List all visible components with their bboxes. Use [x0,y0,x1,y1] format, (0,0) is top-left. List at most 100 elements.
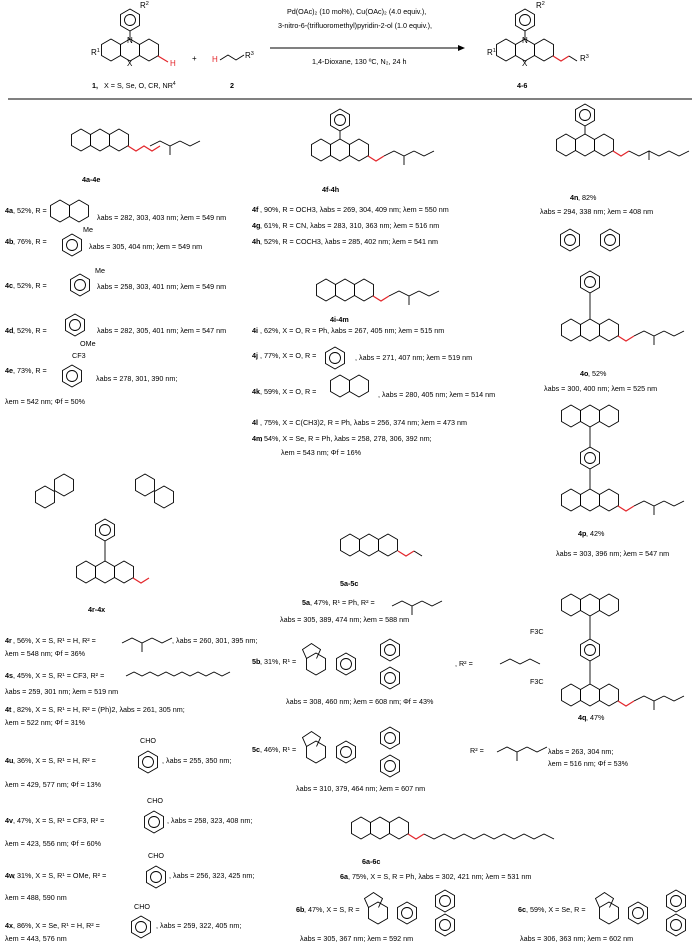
product-label: 4-6 [517,81,527,90]
atom-n-product: N [522,36,528,45]
text-4b: , 76%, R = [13,237,47,246]
data-4s: λabs = 259, 301 nm; λem = 519 nm [5,687,118,696]
data-4n: λabs = 294, 338 nm; λem = 408 nm [540,207,653,216]
r2-label-product: R2 [536,1,545,10]
text-4i: , 62%, X = O, R = Ph, λabs = 267, 405 nm… [260,326,444,335]
data-4o: λabs = 300, 400 nm; λem = 525 nm [544,384,657,393]
text-4g: , 61%, R = CN, λabs = 283, 310, 363 nm; … [260,221,439,230]
f3c-top-4q: F3C [530,627,544,636]
alkene-2 [219,54,245,61]
text-6a: , 75%, X = S, R = Ph, λabs = 302, 421 nm… [348,872,531,881]
text-4r: , 56%, X = S, R¹ = H, R² = [13,636,96,645]
r2-label-1: R2 [140,1,149,10]
atom-h-2: H [212,55,218,64]
text-4o: , 52% [588,369,607,378]
struct-4q [562,594,685,711]
data-6c: λabs = 306, 363 nm; λem = 602 nm [520,934,633,943]
struct-4o [561,229,685,346]
text-4k: , 59%, X = O, R = [260,387,316,396]
cho-4v: CHO [147,796,163,805]
conditions-line3: 1,4-Dioxane, 130 ºC, N₂, 24 h [312,57,407,66]
text-6b: , 47%, X = S, R = [304,905,360,914]
struct-4r-4x [35,473,174,584]
data-4r: , λabs = 260, 301, 395 nm; [172,636,257,645]
text-4m: , 54%, X = Se, R = Ph, λabs = 258, 278, … [260,434,432,443]
id-6a: 6a [340,872,349,881]
data2-4u: λem = 429, 577 nm; Φf = 13% [5,780,102,789]
data-4w: , λabs = 256, 323, 425 nm; [169,871,254,880]
atom-n-1: N [127,36,133,45]
id-4t: 4t [5,705,12,714]
id-6c: 6c [518,905,526,914]
data-4c: λabs = 258, 303, 401 nm; λem = 549 nm [97,282,226,291]
data2-4q: λem = 516 nm; Φf = 53% [548,759,629,768]
ome-4d: OMe [80,339,96,348]
text-4x: , 86%, X = Se, R¹ = H, R² = [13,921,100,930]
id-4l: 4l [252,418,258,427]
text-4c: , 52%, R = [13,281,47,290]
text-4s: , 45%, X = S, R¹ = CF3, R² = [13,671,104,680]
conditions-line2: 3-nitro-6-(trifluoromethyl)pyridin-2-ol … [278,21,432,30]
header-4r-4x: 4r-4x [88,605,105,614]
data-4u: , λabs = 255, 350 nm; [162,756,231,765]
data-5b: λabs = 308, 460 nm; λem = 608 nm; Φf = 4… [286,697,434,706]
text-5b: , 31%, R¹ = [260,657,296,666]
text-4t: , 82%, X = S, R¹ = H, R² = (Ph)2, λabs =… [13,705,185,714]
header-4a-4e: 4a-4e [82,175,100,184]
id-4f: 4f [252,205,259,214]
text-4n: , 82% [578,193,597,202]
r1-label-product: R1 [487,48,496,57]
text-5c: , 46%, R¹ = [260,745,296,754]
id-5b: 5b [252,657,261,666]
text-6c: , 59%, X = Se, R = [526,905,586,914]
r1-label-1: R1 [91,48,100,57]
text-4u: , 36%, X = S, R¹ = H, R² = [13,756,96,765]
data-4k: , λabs = 280, 405 nm; λem = 514 nm [378,390,495,399]
data-4d: λabs = 282, 305, 401 nm; λem = 547 nm [97,326,226,335]
text-5a: , 47%, R¹ = Ph, R² = [310,598,375,607]
data-4m: λem = 543 nm; Φf = 16% [281,448,362,457]
data-4q: λabs = 263, 304 nm; [548,747,613,756]
list-4r-4x: 4r , 56%, X = S, R¹ = H, R² = , λabs = 2… [5,636,257,943]
id-4x: 4x [5,921,13,930]
atom-x-product: X [522,59,528,68]
mid-5b: , R² = [455,659,473,668]
cho-4x: CHO [134,902,150,911]
list-4f-4h: 4f , 90%, R = OCH3, λabs = 269, 304, 409… [252,205,449,246]
struct-4f-4h [312,109,435,166]
text-4w: , 31%, X = S, R¹ = OMe, R² = [13,871,106,880]
id-4g: 4g [252,221,260,230]
r3-label-2: R3 [245,51,254,60]
data-4j: , λabs = 271, 407 nm; λem = 519 nm [355,353,472,362]
mid-5c: R² = [470,746,484,755]
id-4h: 4h [252,237,260,246]
header-5a-5c: 5a-5c [340,579,358,588]
id-4d: 4d [5,326,13,335]
data2-4v: λem = 423, 556 nm; Φf = 60% [5,839,102,848]
data-4e: λabs = 278, 301, 390 nm; [96,374,177,383]
data2-4x: λem = 443, 576 nm [5,934,67,943]
id-4m: 4m [252,434,262,443]
data2-4w: λem = 488, 590 nm [5,893,67,902]
text-4f: , 90%, R = OCH3, λabs = 269, 304, 409 nm… [260,205,449,214]
compound1-label: 1, [92,81,98,90]
f3c-bottom-4q: F3C [530,677,544,686]
id-4o: 4o [580,369,589,378]
cho-4u: CHO [140,736,156,745]
list-4i-4m: 4i , 62%, X = O, R = Ph, λabs = 267, 405… [252,326,495,457]
id-4a: 4a [5,206,14,215]
text-4q: , 47% [586,713,605,722]
id-5c: 5c [252,745,260,754]
struct-5a-5c [340,533,423,557]
product-4-6 [497,9,578,62]
id-4i: 4i [252,326,258,335]
struct-4i-4m [317,279,440,306]
starting-material-1 [102,9,169,63]
id-4c: 4c [5,281,13,290]
id-4b: 4b [5,237,14,246]
data-5c: λabs = 310, 379, 464 nm; λem = 607 nm [296,784,425,793]
data-5a: λabs = 305, 389, 474 nm; λem = 588 nm [280,615,409,624]
plus-sign: + [192,54,197,63]
list-6a-6c: 6a , 75%, X = S, R = Ph, λabs = 302, 421… [296,872,686,943]
